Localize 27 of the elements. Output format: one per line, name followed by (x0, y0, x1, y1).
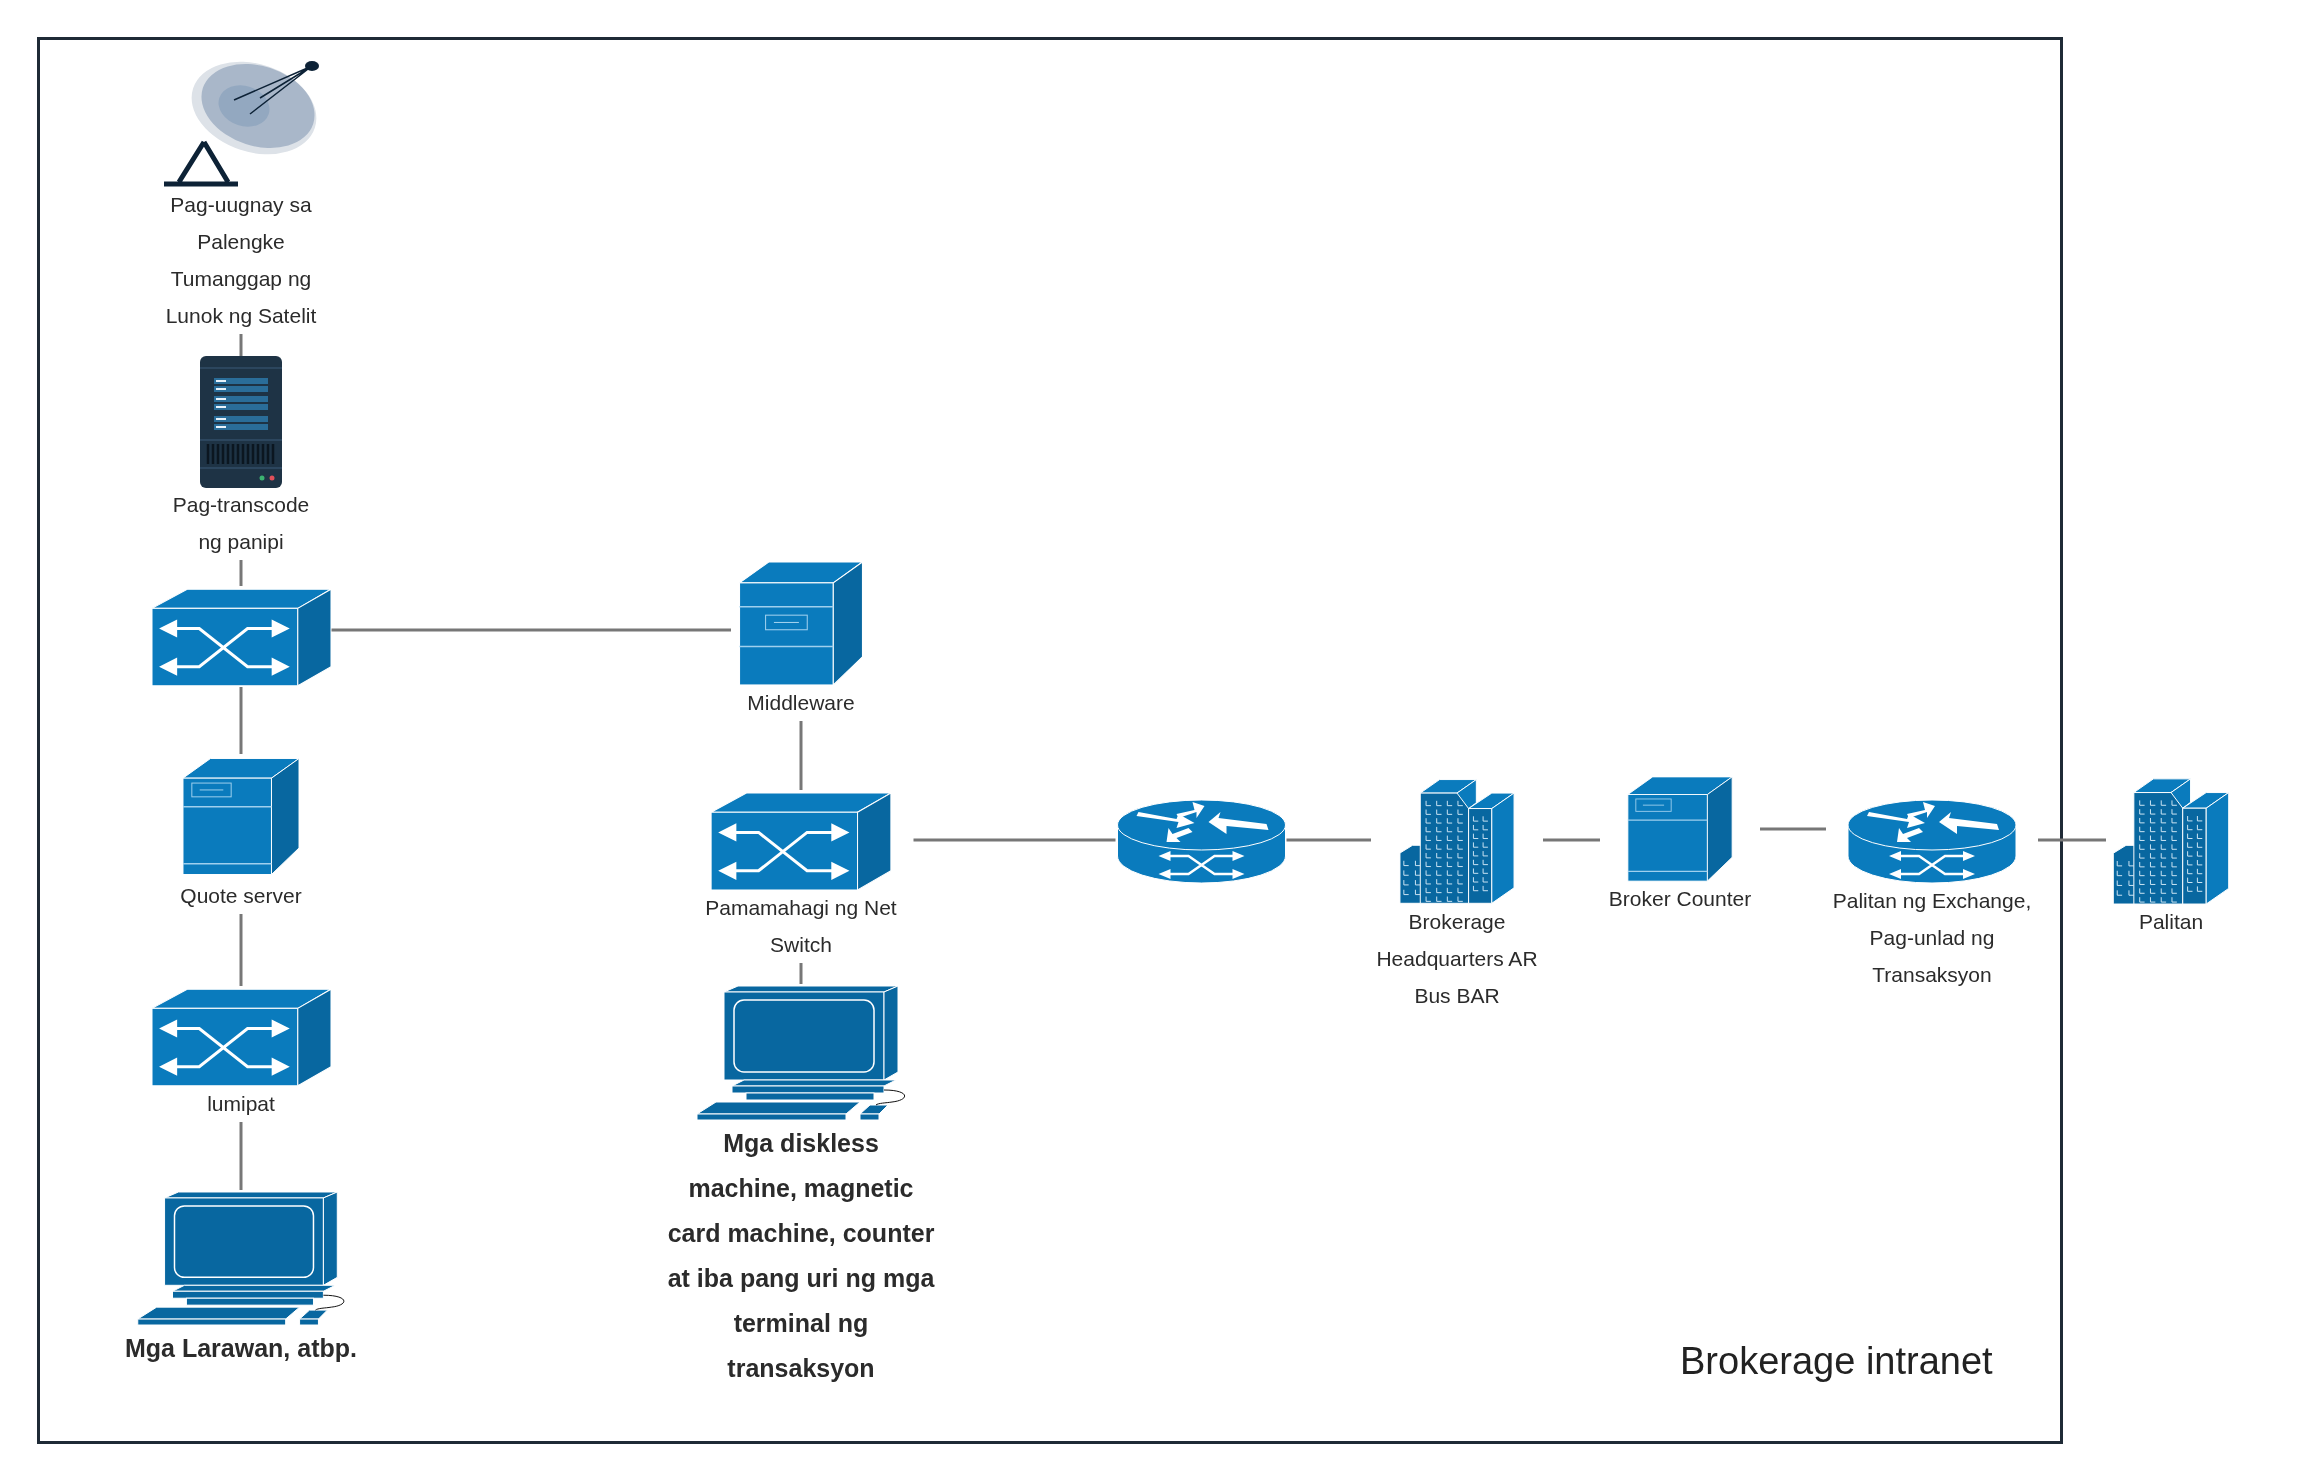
connector-line (331, 628, 731, 632)
frame-title: Brokerage intranet (1680, 1340, 1993, 1383)
node-label: Brokerage Headquarters AR Bus BAR (1375, 909, 1539, 1009)
node-label: Pag-uugnay sa Palengke Tumanggap ng Lunok ng Satelit (164, 192, 318, 329)
node-label: Mga Larawan, atbp. (125, 1333, 357, 1364)
connector-line (1286, 838, 1371, 842)
connector-line (239, 560, 243, 586)
node-label: Pag-transcode ng panipi (171, 492, 311, 555)
node-label: lumipat (207, 1091, 275, 1117)
node-label: Pamamahagi ng Net Switch (704, 895, 898, 958)
connector-line (1543, 838, 1600, 842)
node-label: Mga diskless machine, magnetic card machine, counter at iba pang uri ng mga terminal ng transaksyon (667, 1128, 935, 1384)
connector-line (2038, 838, 2106, 842)
connector-line (913, 838, 1116, 842)
node-label: Middleware (747, 690, 855, 716)
connector-line (799, 721, 803, 790)
connector-line (239, 687, 243, 754)
connector-line (1760, 827, 1826, 831)
node-label: Quote server (180, 883, 302, 909)
node-label: Palitan (2138, 909, 2204, 935)
connector-line (239, 1122, 243, 1190)
node-label: Palitan ng Exchange, Pag-unlad ng Transaksyon (1831, 888, 2033, 988)
connector-line (239, 914, 243, 986)
connector-line (239, 334, 243, 356)
intranet-frame (37, 37, 2063, 1444)
connector-line (799, 963, 803, 984)
node-label: Broker Counter (1608, 886, 1752, 912)
